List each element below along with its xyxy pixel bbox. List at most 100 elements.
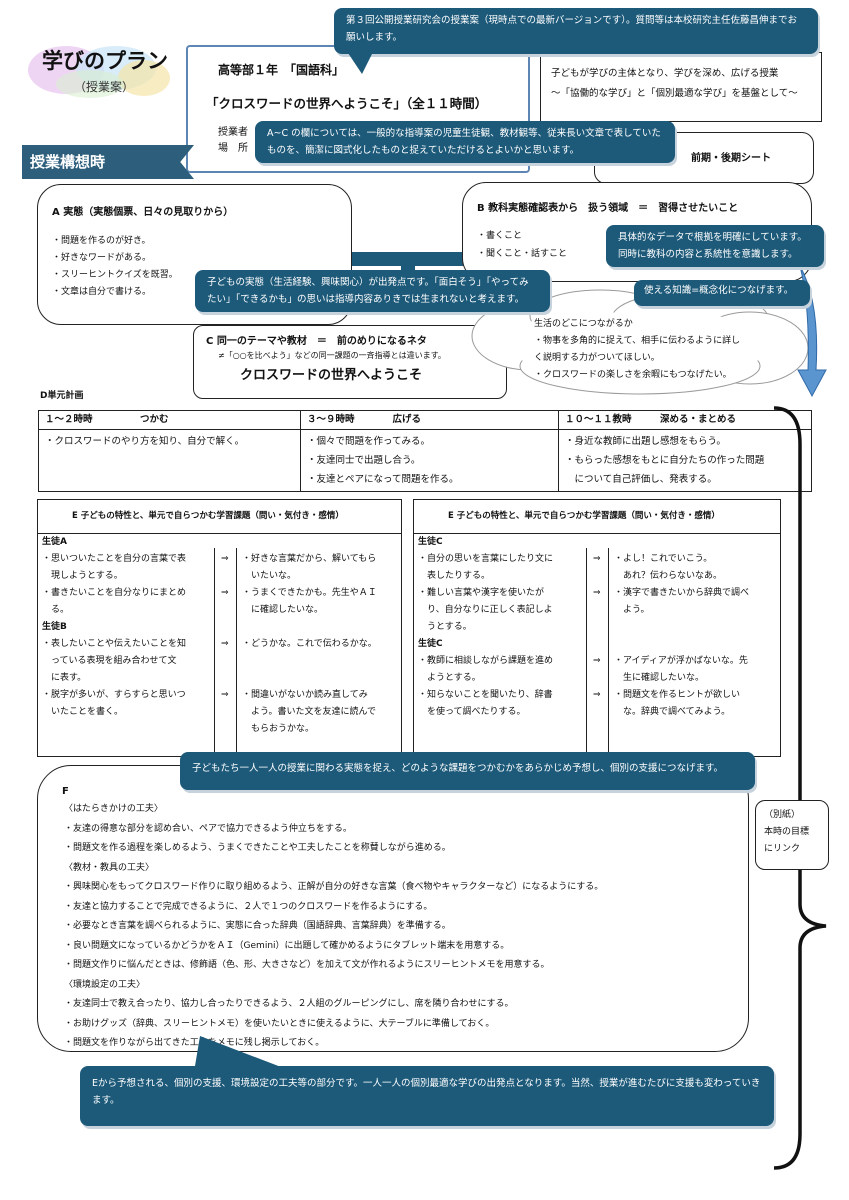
unit-plan-label: D単元計画 [40,391,84,401]
voice-b1: ・どうかな。これで伝わるかな。 [242,636,377,653]
callout-a: 子どもの実態（生活経験、興味関心）が出発点です。「面白そう」「やってみたい」「で… [195,270,550,312]
section-b-list: ・書くこと ・聞くこと・話すこと [477,227,567,263]
list-item: ・友達の得意な部分を認め合い、ペアで協力できるよう仲立ちをする。 [64,823,352,834]
list-item: ・良い問題文になっているかどうかをＡＩ（Gemini）に出題して確かめるようにタ… [64,940,510,951]
trait-line: ・難しい言葉や漢字を使いたが [418,588,545,598]
section-c: C 同一のテーマや教材 ＝ 前のめりになるネタ ≠「○○を比べよう」などの同一課… [193,325,507,399]
list-item: ・友達同士で教え合ったり、協力し合ったりできるよう、２人組のグルーピングにし、席… [64,999,514,1009]
list-item: ・好きなワードがある。 [52,253,152,263]
list-item: ・もらった感想をもとに自分たちの作った問題 [565,455,765,467]
trait-line: ・表したいことや伝えたいことを知 [42,639,187,649]
unit-plan-table: １～２時時 つかむ ３～９時時 広げる １０～１１教時 深める・まとめる ・クロ… [38,409,812,493]
column-line [586,548,587,756]
list-item: ・物事を多角的に捉えて、相手に伝わるように詳し [534,336,741,346]
student-label: 生徒A [42,537,67,547]
voice-d1: ・アイディアが浮かばないな。先 生に確認したいな。 [614,653,748,687]
section-b-title: B 教科実態確認表から 扱う領域 ＝ 習得させたいこと [477,203,739,214]
trait-line: いたことを書く。 [42,707,124,717]
section-f-lines: 〈はたらきかけの工夫〉 ・友達の得意な部分を認め合い、ペアで協力できるよう仲立ち… [64,800,603,1054]
table-header: １～２時時 つかむ [38,409,301,431]
student-label: 生徒C [418,537,443,547]
voice-line: ・どうかな。これで伝わるかな。 [242,639,377,649]
callout-text: A~C の欄については、一般的な指導案の児童生徒観、教材観等、従来長い文章で表し… [267,128,661,156]
f-heading: 〈環境設定の工夫〉 [64,979,146,990]
trait-line: ・教師に相談しながら課題を進め [418,656,554,666]
voice-line: ・好きな言葉だから、解いてもら [242,554,377,564]
arrow-icon: ⇒ [593,554,601,564]
trait-c1: ・自分の思いを言葉にしたり文に 表したりする。 [418,551,586,585]
list-item: ・友達同士で出題し合う。 [307,455,421,467]
table-cell: ・個々で問題を作ってみる。 ・友達同士で出題し合う。 ・友達とペアになって問題を… [300,429,559,493]
list-item: ・問題文を作る過程を楽しめるよう、うまくできたことや工夫したことを称賛しながら進… [64,843,451,853]
section-e-title: E 子どもの特性と、単元で自らつかむ学習課題（問い・気付き・感情） [72,511,344,521]
side-note-line: 本時の目標 [764,827,810,837]
goal-line-1: 子どもが学びの主体となり、学びを深め、広げる授業 [551,68,779,79]
voice-d2: ・問題文を作るヒントが欲しい な。辞典で調べてみよう。 [614,687,740,721]
section-e-left: E 子どもの特性と、単元で自らつかむ学習課題（問い・気付き・感情） 生徒A ・思… [37,499,402,757]
voice-line: いたいな。 [242,571,297,581]
voice-line: あれ？伝わらないなあ。 [614,571,723,581]
callout-text: 使える知識=概念化につなげます。 [644,285,794,296]
voice-line: な。辞典で調べてみよう。 [614,707,731,717]
voice-line: ・間違いがないか読み直してみ [242,690,368,700]
sheet-label: 前期・後期シート [691,153,771,164]
voice-line: ・漢字で書きたいから辞典で調べ [614,588,750,598]
voice-a1: ・好きな言葉だから、解いてもら いたいな。 [242,551,376,585]
list-item: ・身近な教師に出題し感想をもらう。 [565,436,726,448]
voice-a2: ・うまくできたかも。先生やＡＩ に確認したいな。 [242,585,377,619]
list-item: ・お助けグッズ（辞典、スリーヒントメモ）を使いたいときに使えるように、大テーブル… [64,1018,495,1029]
list-item: ・クロスワードの楽しさを余暇にもつなげたい。 [534,370,732,380]
side-note-line: （別紙） [764,810,801,820]
voice-b2: ・間違いがないか読み直してみ よう。書いた文を友達に読んで もらおうかな。 [242,687,376,738]
trait-line: ・書きたいことを自分なりにまとめ [42,588,187,598]
trait-d2: ・知らないことを聞いたり、辞書 を使って調べたりする。 [418,687,586,721]
connector-bar [352,252,464,266]
arrow-icon: ⇒ [593,588,601,598]
section-c-title: C 同一のテーマや教材 ＝ 前のめりになるネタ [206,336,427,347]
voice-line: ・問題文を作るヒントが欲しい [614,690,741,700]
f-heading: 〈教材・教具の工夫〉 [64,862,155,873]
list-item: ・書くこと [477,231,523,241]
list-item: ・個々で問題を作ってみる。 [307,436,431,448]
voice-c1: ・よし！これでいこう。 あれ？伝わらないなあ。 [614,551,722,585]
section-f-label: F [62,786,69,797]
callout-text: Eから予想される、個別の支援、環境設定の工夫等の部分です。一人一人の個別最適な学… [92,1078,761,1106]
teacher-label: 授業者 [218,127,248,138]
section-c-note: ≠「○○を比べよう」などの同一課題の一斉指導とは違います。 [218,351,446,360]
student-c-block: 生徒C ・自分の思いを言葉にしたり文に 表したりする。 ⇒ ・よし！これでいこう… [418,534,778,717]
list-item: ・必要なとき言葉を調べられるように、実態に合った辞典（国語辞典、言葉辞典）を準備… [64,921,451,931]
banner-text: 授業構想時 [30,153,106,171]
trait-line: 現しようとする。 [42,571,123,581]
arrow-icon: ⇒ [593,656,601,666]
table-cell: ・身近な教師に出題し感想をもらう。 ・もらった感想をもとに自分たちの作った問題 … [558,429,812,493]
callout-f: Eから予想される、個別の支援、環境設定の工夫等の部分です。一人一人の個別最適な学… [80,1066,774,1126]
trait-line: ・知らないことを聞いたり、辞書 [418,690,553,700]
arrow-icon: ⇒ [593,690,601,700]
callout-e: 子どもたち一人一人の授業に関わる実態を捉え、どのような課題をつかむかをあらかじめ… [180,752,755,790]
trait-line: る。 [42,605,70,615]
list-item: について自己評価し、発表する。 [565,474,717,486]
list-item: ・クロスワードのやり方を知り、自分で解く。 [45,436,245,448]
trait-line: ・脱字が多いが、すらすらと思いつ [42,690,186,700]
trait-c2: ・難しい言葉や漢字を使いたが り、自分なりに正しく表記しよ うとする。 [418,585,586,636]
trait-line: ・思いついたことを自分の言葉で表 [42,554,187,564]
table-row: ・クロスワードのやり方を知り、自分で解く。 ・個々で問題を作ってみる。 ・友達同… [38,429,812,493]
voice-line: ・うまくできたかも。先生やＡＩ [242,588,377,598]
goal-box: 子どもが学びの主体となり、学びを深め、広げる授業 ～「協働的な学び」と「個別最適… [540,52,822,122]
place-label: 場 所 [218,143,248,154]
list-item: く説明する力がついてほしい。 [534,353,660,363]
trait-b1: ・表したいことや伝えたいことを知 っている表現を組み合わせて文 に表す。 [42,636,214,687]
voice-line: ・アイディアが浮かばないな。先 [614,656,748,666]
section-c-theme: クロスワードの世界へようこそ [240,368,423,383]
banner: 授業構想時 [22,145,194,179]
brace-icon [773,406,827,1170]
column-line [236,548,237,756]
table-row: １～２時時 つかむ ３～９時時 広げる １０～１１教時 深める・まとめる [38,409,812,431]
callout-pointer-icon [346,50,374,74]
unit-plan-grid: １～２時時 つかむ ３～９時時 広げる １０～１１教時 深める・まとめる ・クロ… [38,409,812,493]
table-cell: ・クロスワードのやり方を知り、自分で解く。 [38,429,301,493]
grade-subject: 高等部１年 「国語科」 [218,63,345,77]
trait-a1: ・思いついたことを自分の言葉で表 現しようとする。 [42,551,214,585]
section-e-divider [414,533,780,534]
voice-line: 生に確認したいな。 [614,673,705,683]
